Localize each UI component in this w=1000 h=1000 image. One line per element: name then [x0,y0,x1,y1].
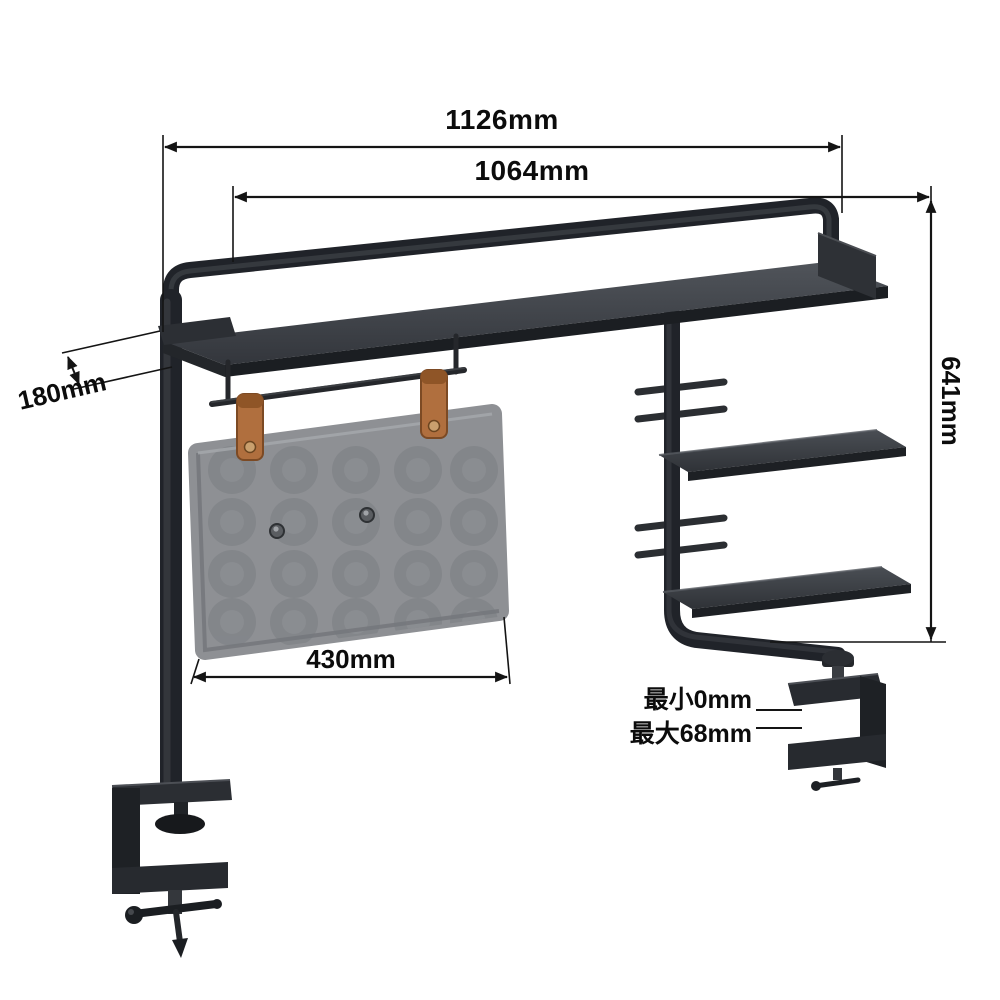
lower-side-shelf [662,566,911,618]
dim-label-inner-width: 1064mm [474,155,590,186]
leather-straps [236,369,448,461]
dim-label-overall-width: 1126mm [445,104,559,135]
leather-strap [236,393,264,461]
left-pole [160,289,182,803]
right-frame [634,306,846,663]
dim-label-panel-width: 430mm [306,644,396,674]
panel-pin [269,523,285,539]
top-rail-tube [163,197,839,328]
dim-label-clamp-max: 最大68mm [629,720,752,748]
leather-strap [420,369,448,439]
felt-pegboard-panel [188,404,509,660]
panel-pin [359,507,375,523]
top-shelf [158,232,888,377]
left-desk-clamp [111,779,232,958]
dim-label-height: 641mm [936,356,966,446]
right-desk-clamp [787,650,886,791]
dim-label-clamp-min: 最小0mm [643,686,752,714]
dimension-lines [61,135,946,729]
upper-side-shelf [658,429,906,481]
